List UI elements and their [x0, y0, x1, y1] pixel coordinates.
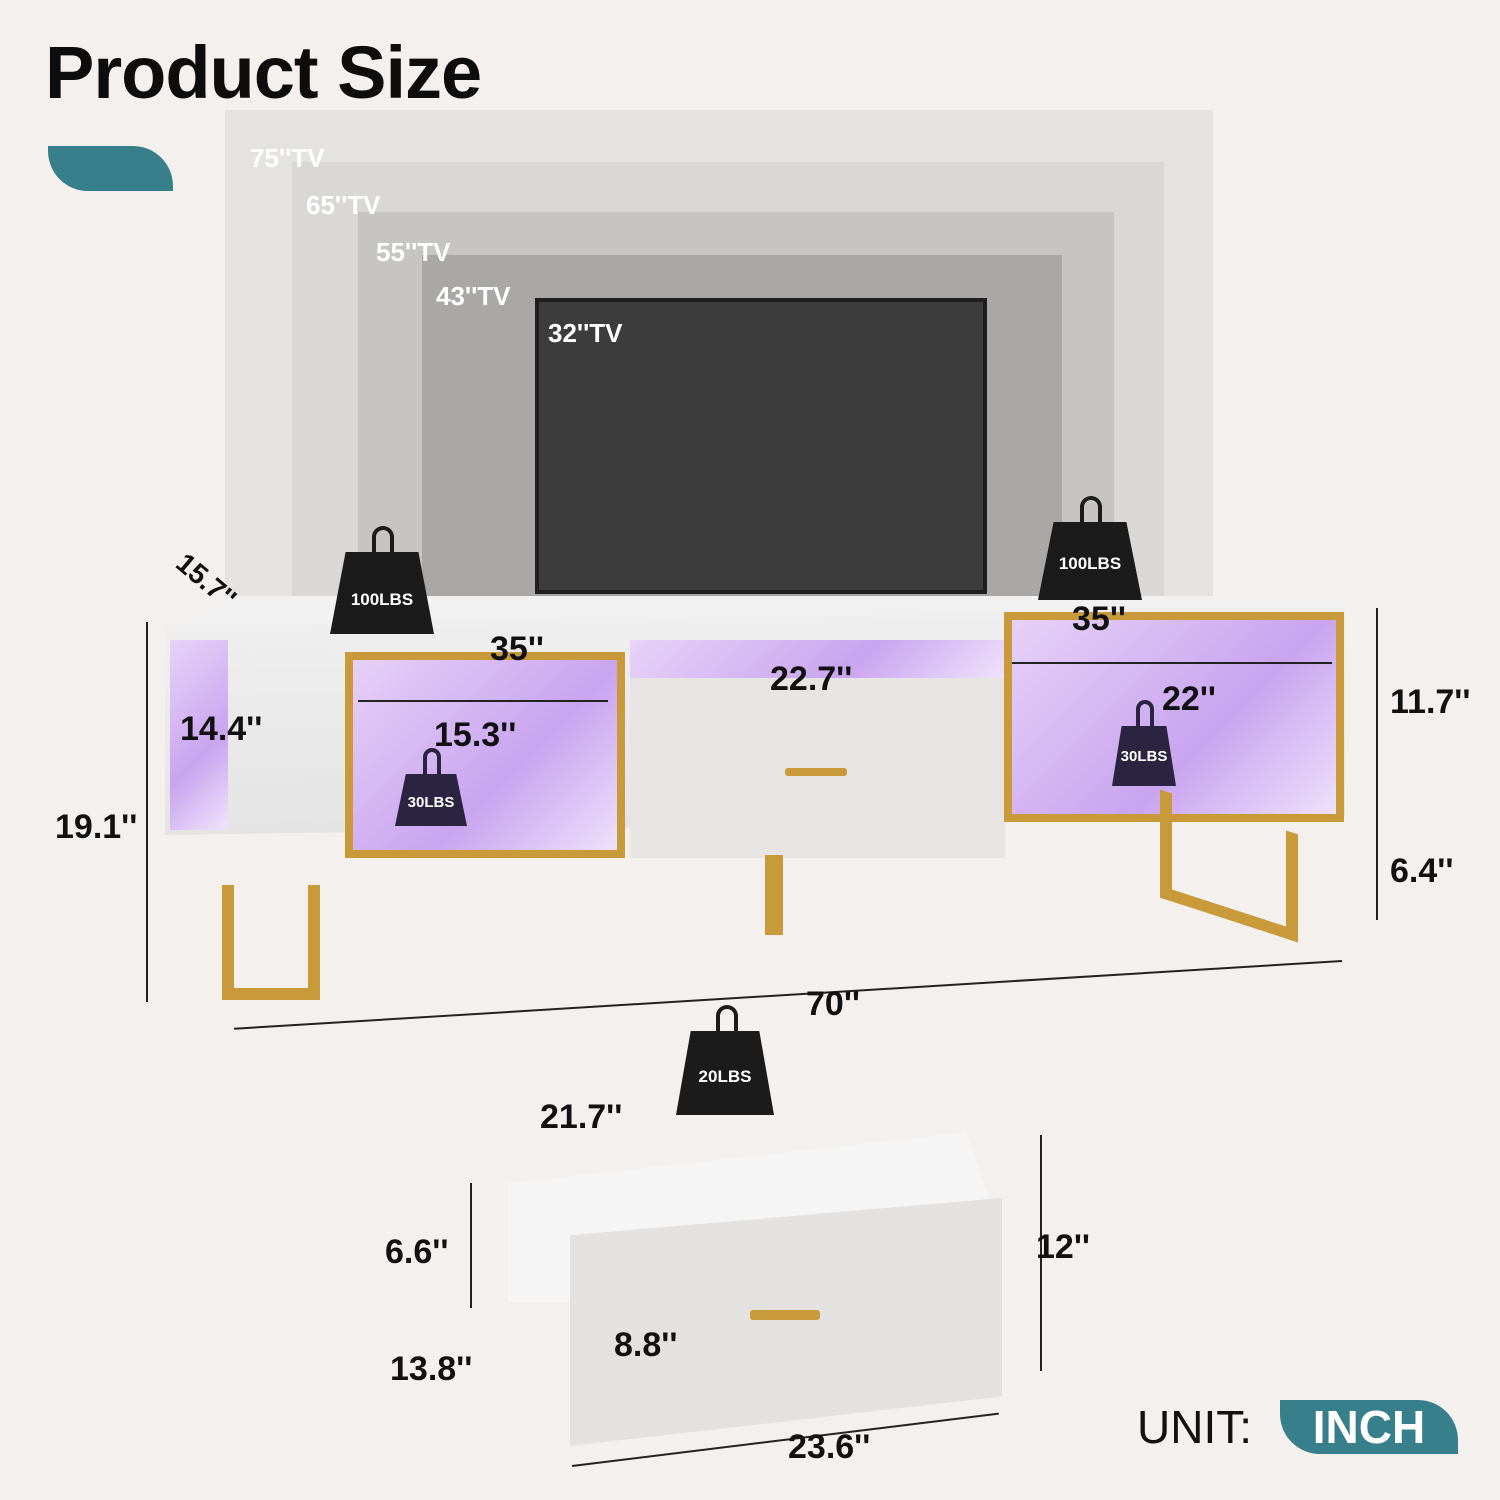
dim-drawer-depth: 13.8'' — [390, 1350, 473, 1388]
dim-side-height: 14.4'' — [180, 710, 263, 748]
dimension-line — [358, 700, 608, 702]
tv-size-label: 55''TV — [376, 237, 451, 267]
led-center-opening — [630, 640, 1005, 682]
dimension-line — [234, 960, 1343, 1030]
page-title: Product Size — [45, 31, 482, 114]
tv-size-label: 32''TV — [548, 318, 623, 348]
dimension-line — [1040, 1135, 1042, 1371]
led-left-cubby — [345, 655, 620, 855]
weight-icon: 30LBS — [1112, 700, 1176, 786]
dim-half-width-right: 35'' — [1072, 600, 1126, 638]
tv-32-screen — [535, 298, 987, 594]
drawer-handle — [750, 1310, 820, 1320]
dim-right-cubby-width: 22'' — [1162, 680, 1216, 718]
gold-leg-left — [222, 885, 320, 1000]
dimension-line — [470, 1183, 472, 1308]
dim-drawer-front-width: 23.6'' — [788, 1428, 871, 1466]
dim-drawer-front-height: 8.8'' — [614, 1326, 678, 1364]
dim-total-height: 19.1'' — [55, 808, 138, 846]
gold-frame-right — [1004, 612, 1344, 822]
weight-icon: 20LBS — [676, 1005, 774, 1115]
dim-drawer-side-height: 6.6'' — [385, 1233, 449, 1271]
dim-drawer-total-height: 12'' — [1036, 1228, 1090, 1266]
dimension-line — [146, 622, 148, 1002]
dim-center-opening-width: 22.7'' — [770, 660, 853, 698]
dim-total-width: 70'' — [806, 985, 860, 1023]
tv-size-label: 65''TV — [306, 190, 381, 220]
tv-size-label: 75''TV — [250, 143, 325, 173]
weight-icon: 100LBS — [1038, 496, 1142, 600]
dim-leg-height: 6.4'' — [1390, 852, 1454, 890]
drawer-box-front — [570, 1198, 1002, 1446]
gold-frame-left — [345, 652, 625, 858]
gold-leg-center — [765, 855, 783, 935]
led-side-open — [170, 640, 228, 830]
weight-icon: 30LBS — [395, 748, 467, 826]
accent-leaf-shape — [48, 146, 173, 191]
dim-half-width-left: 35'' — [490, 630, 544, 668]
drawer-handle — [785, 768, 847, 776]
tv-size-label: 43''TV — [436, 281, 511, 311]
dimension-line — [1376, 608, 1378, 920]
weight-icon: 100LBS — [330, 526, 434, 636]
dim-cabinet-height: 11.7'' — [1390, 683, 1471, 721]
dim-drawer-inner-width: 21.7'' — [540, 1098, 623, 1136]
unit-label: UNIT: — [1137, 1401, 1252, 1453]
dimension-line — [1012, 662, 1332, 664]
unit-badge: INCH — [1280, 1400, 1458, 1454]
dim-left-cubby-width: 15.3'' — [434, 716, 517, 754]
